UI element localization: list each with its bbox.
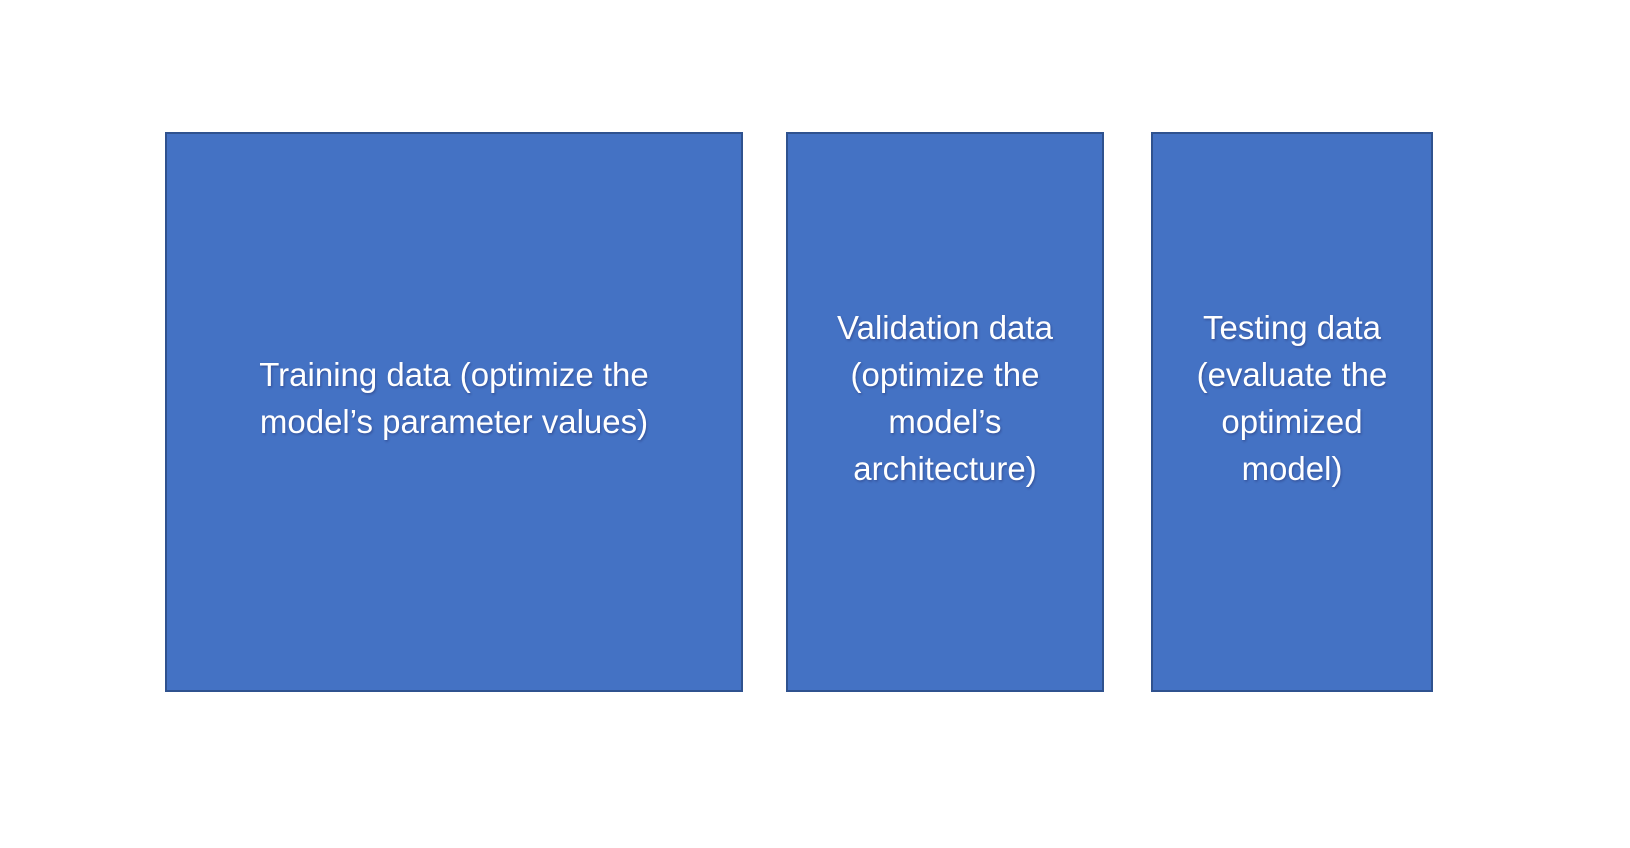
training-data-box: Training data (optimize the model’s para…	[165, 132, 743, 692]
validation-data-label: Validation data (optimize the model’s ar…	[837, 309, 1053, 487]
testing-data-box: Testing data (evaluate the optimized mod…	[1151, 132, 1433, 692]
validation-data-box: Validation data (optimize the model’s ar…	[786, 132, 1104, 692]
training-data-label: Training data (optimize the model’s para…	[259, 356, 649, 440]
testing-data-label: Testing data (evaluate the optimized mod…	[1196, 309, 1388, 487]
